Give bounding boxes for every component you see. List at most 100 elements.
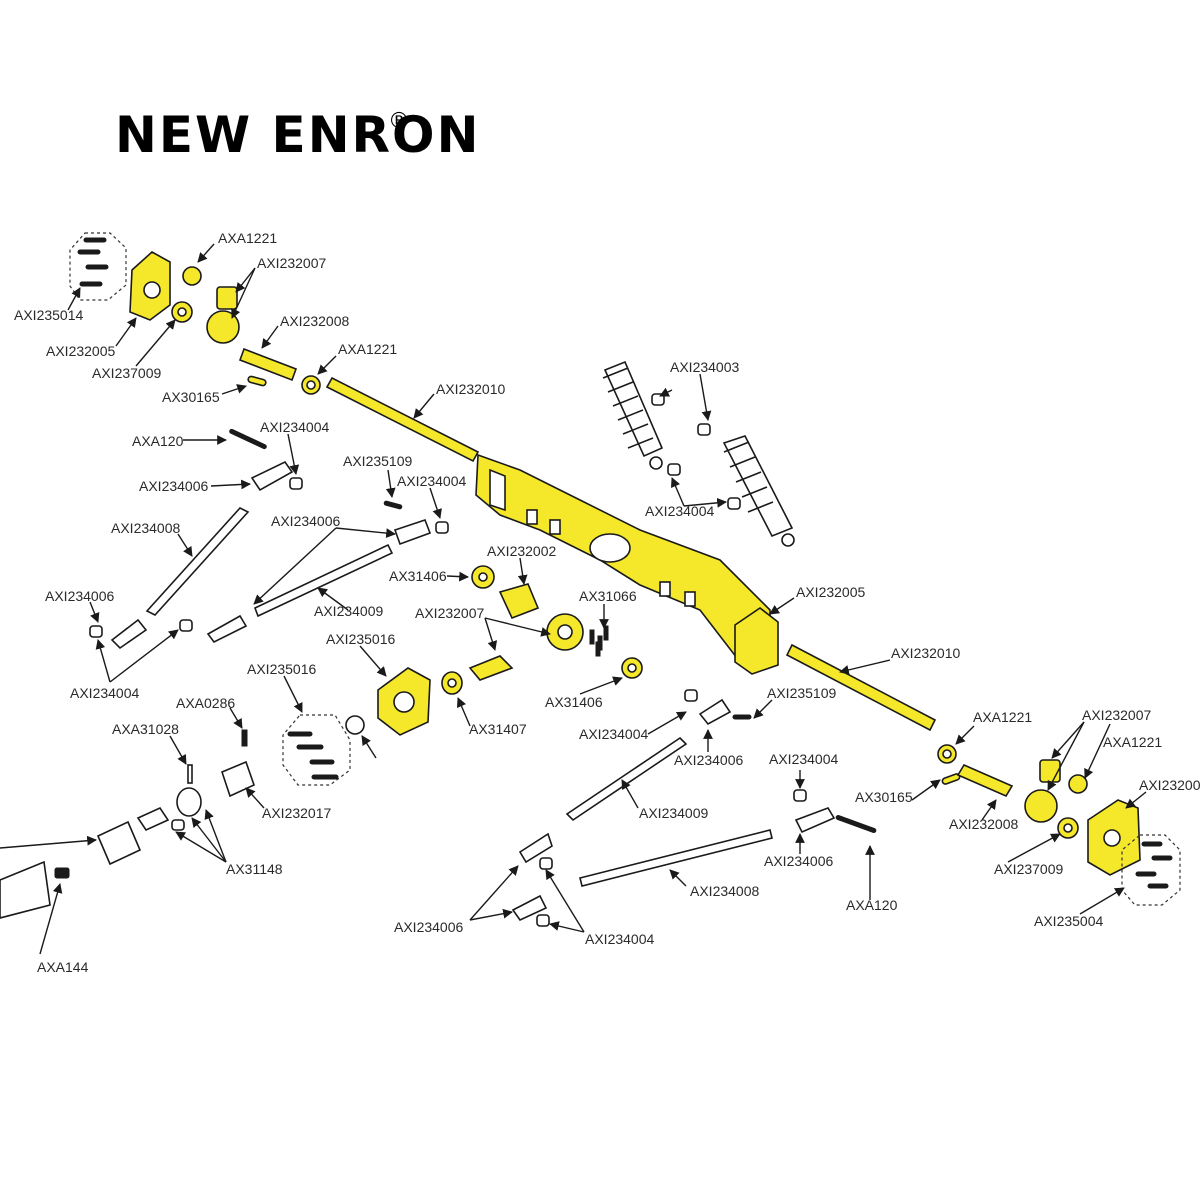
right-screw-group [1121,834,1181,906]
part-label: AXI235109 [343,453,412,469]
part-label: AXI235016 [247,661,316,677]
part-label: AXI234004 [769,751,838,767]
part-labels: AXA1221 AXI232007 AXI235014 AXI232005 AX… [14,230,1200,975]
driveshaft [0,860,51,919]
part-label: AXI234004 [645,503,714,519]
long-shaft-left [325,376,480,463]
diff-carrier [498,583,540,620]
right-bolt [835,815,877,833]
shock-right [722,435,795,547]
part-label: AXI232005 [1139,777,1200,793]
mid-rod-end-right [393,518,432,546]
part-label: AXI234006 [271,513,340,529]
part-label: AXA0286 [176,695,235,711]
part-label: AXI234006 [764,853,833,869]
part-label: AXI234004 [70,685,139,701]
part-label: AXI232010 [436,381,505,397]
part-label: AXI234003 [670,359,739,375]
left-rod-end-upper [250,460,294,492]
brand-logo: NEW ENRON ® [115,106,480,164]
part-label: AXI232010 [891,645,960,661]
bottom-rod-end-b [511,894,548,922]
part-label: AXI234008 [690,883,759,899]
part-label: AXA1221 [1103,734,1162,750]
cover-bearing [345,715,365,735]
part-label: AX31407 [469,721,527,737]
part-label: AXI235109 [767,685,836,701]
part-label: AX30165 [162,389,220,405]
left-lower-screw-group [282,714,351,786]
part-label: AXI237009 [92,365,161,381]
coupler-hub [176,787,202,817]
left-large-gear [206,310,240,344]
left-pin [247,375,267,387]
left-small-gear [216,286,238,310]
right-small-gear [1039,759,1061,783]
part-label: AXI234009 [314,603,383,619]
part-label: AXI234004 [397,473,466,489]
part-label: AXI232007 [415,605,484,621]
part-label: AXA1221 [973,709,1032,725]
part-label: AXA31028 [112,721,179,737]
driveshaft-cup [96,820,142,866]
part-label: AXI235016 [326,631,395,647]
part-label: AXI232008 [280,313,349,329]
part-label: AX31066 [579,588,637,604]
part-label: AX31148 [226,861,283,877]
part-label: AX30165 [855,789,913,805]
lower-link-rod-b [579,829,773,887]
left-screw-group [69,232,127,301]
part-label: AXI234008 [111,520,180,536]
mid-rod-end-left [206,614,248,644]
left-rod-end-lower [110,618,148,650]
part-label: AXI234006 [394,919,463,935]
part-label: AXA1221 [218,230,277,246]
part-label: AXA120 [132,433,184,449]
mid-link-rod [253,543,394,618]
part-label: AX31406 [389,568,447,584]
right-rod-end-upper [698,698,732,726]
parts [0,232,1181,927]
part-label: AXI234006 [139,478,208,494]
leader-lines [0,243,1147,955]
part-label: AXI234004 [260,419,329,435]
left-link-rod [145,507,250,616]
pinion-gear [468,655,514,681]
shock-left [602,360,664,470]
part-label: AXA144 [37,959,89,975]
part-label: AXA120 [846,897,898,913]
right-large-gear [1024,789,1058,823]
bottom-rod-end-a [518,832,553,864]
part-label: AXI235004 [1034,913,1103,929]
part-label: AXI234006 [45,588,114,604]
brand-name: NEW ENRON [115,106,480,164]
long-shaft-right [785,643,937,732]
set-screw [241,729,248,747]
left-bolt [229,428,267,450]
part-label: AXI235014 [14,307,83,323]
ring-gear-bolts [589,625,609,657]
shock-bushings [651,393,741,510]
part-label: AXI232017 [262,805,331,821]
part-label: AXI234006 [674,752,743,768]
right-rod-end-lower [794,807,836,834]
left-bearing-upper [182,266,202,286]
left-short-shaft [238,347,298,382]
part-label: AXI232007 [1082,707,1151,723]
part-label: AXI232008 [949,816,1018,832]
coupler-yoke [136,806,170,832]
right-short-shaft [956,763,1014,798]
part-label: AXI232002 [487,543,556,559]
part-label: AXI237009 [994,861,1063,877]
part-label: AXI232005 [796,584,865,600]
brand-registered-mark: ® [388,109,410,134]
part-label: AXI232007 [257,255,326,271]
part-label: AXI234009 [639,805,708,821]
lower-link-rod-a [565,736,688,822]
part-label: AXI234004 [579,726,648,742]
part-label: AX31406 [545,694,603,710]
right-bearing-upper [1068,774,1088,794]
part-label: AXA1221 [338,341,397,357]
right-housing-end [734,607,779,675]
